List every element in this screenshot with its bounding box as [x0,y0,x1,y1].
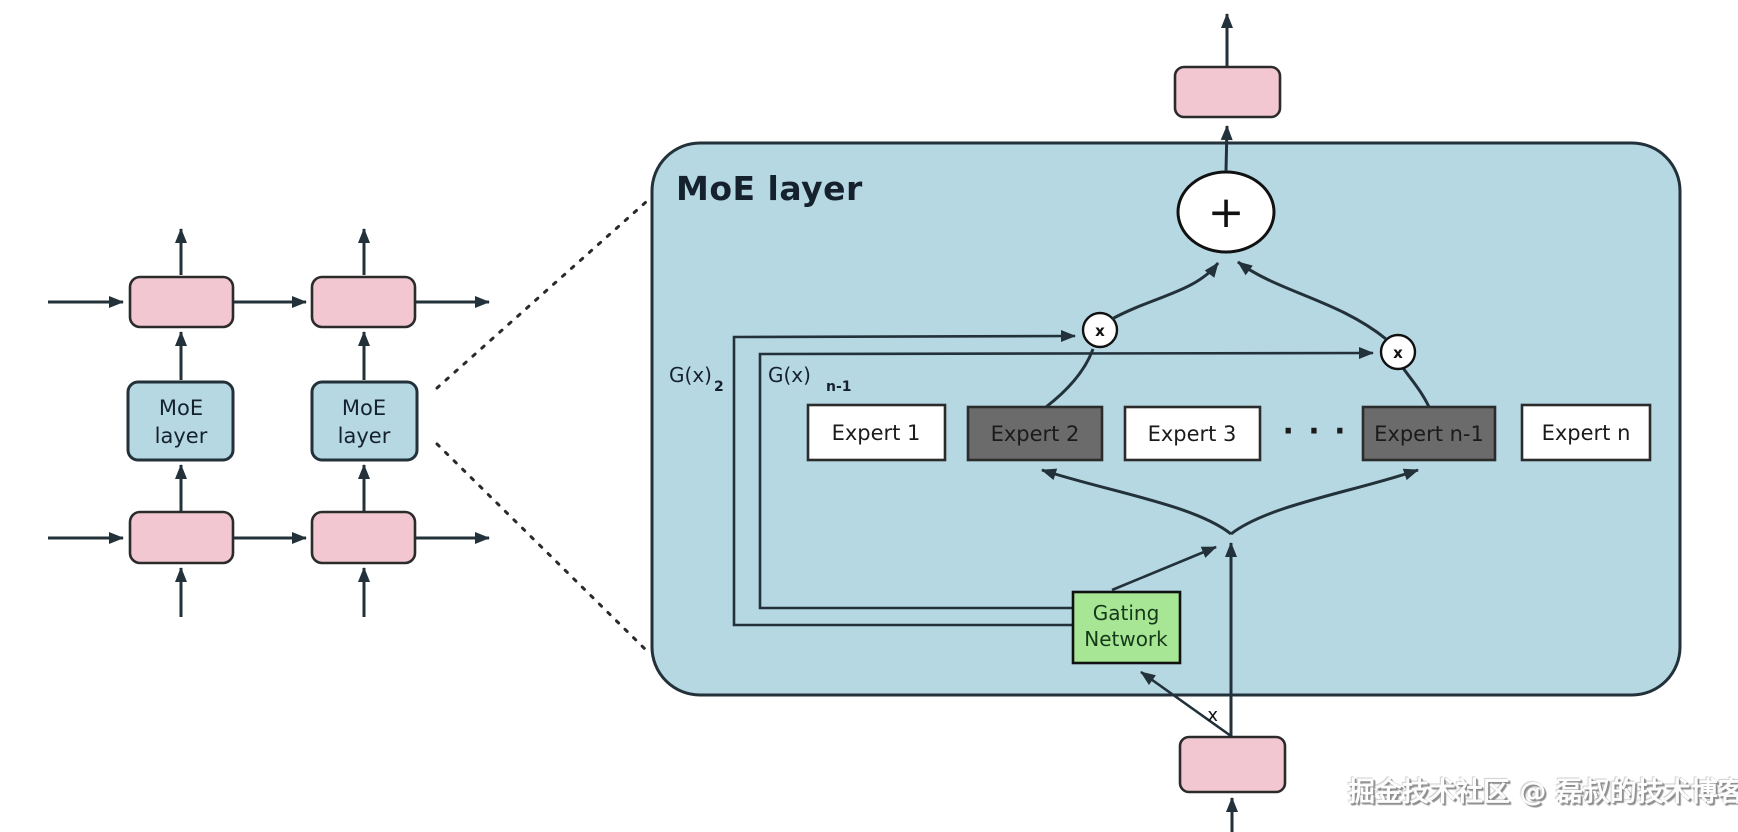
experts-ellipsis: · · · [1282,414,1347,449]
multiply-circle-1-shape [1081,311,1119,349]
sum-circle: + [1176,170,1276,254]
moe-panel-title: MoE layer [676,169,863,208]
expert-2-box: Expert 2 [966,405,1104,462]
expert-1-box: Expert 1 [806,403,947,462]
expert-n-label: Expert n [1542,421,1631,445]
gate-label-g2-sub: 2 [714,379,724,395]
gating-network-line2: Network [1084,627,1168,651]
branch-to-expert-n1 [1230,468,1419,536]
output-block [1173,65,1282,119]
input-section: x [1140,670,1287,832]
multiply-circle-1-glyph: x [1095,322,1105,340]
gating-network-rect [1071,590,1182,665]
expert-n1-box: Expert n-1 [1361,405,1497,462]
pink-block-top-left [128,275,235,329]
gate-label-g2-base: G(x) [669,363,712,387]
expert-3-box: Expert 3 [1123,405,1262,462]
multiply-circle-1: x [1081,311,1119,349]
gating-network-box: Gating Network [1071,590,1182,665]
gate-label-g2: G(x) 2 [669,363,724,395]
moe-layer-detail-panel: MoE layer G(x) 2 G(x) n-1 Expert 1 Exper… [650,141,1682,737]
expert-n1-label: Expert n-1 [1374,422,1484,446]
expert-2-rect [966,405,1104,462]
expert-n1-rect [1361,405,1497,462]
multiply-circle-2-glyph: x [1393,344,1403,362]
multiply2-to-sum [1237,260,1387,341]
gate-rail-expert2 [732,330,1076,627]
watermark-text: 掘金技术社区 @ 磊叔的技术博客 [1348,777,1738,808]
expert2-to-multiply [1045,348,1095,409]
expert-n-box: Expert n [1520,403,1652,462]
sum-circle-shape [1176,170,1276,254]
expert-1-rect [806,403,947,462]
gating-network-line1: Gating [1093,601,1160,625]
expert-1-label: Expert 1 [832,421,921,445]
expert-2-label: Expert 2 [991,422,1080,446]
sum-to-output-arrow [1220,125,1233,172]
moe-mini-box-1-line1: MoE [159,396,203,420]
input-to-gating-arrow [1140,670,1232,738]
moe-layer-mini-box-2: MoE layer [310,380,419,462]
gate-rail-expert-n1 [758,347,1374,610]
moe-mini-box-1-line2: layer [155,424,208,448]
multiply-circle-2: x [1379,333,1417,371]
input-block [1178,735,1287,794]
dotted-connector-lower [435,442,648,652]
expert-n-rect [1520,403,1652,462]
moe-mini-box-2-line1: MoE [342,396,386,420]
input-x-label: x [1207,705,1218,726]
multiply1-to-sum [1111,262,1220,321]
branch-to-expert2 [1041,468,1232,536]
gating-to-junction-arrow [1111,545,1217,592]
expert-n1-to-multiply [1401,367,1431,408]
pink-block-bottom-right [310,510,417,565]
gate-label-gn1: G(x) n-1 [768,363,852,395]
pink-block-top-right [310,275,417,329]
left-network-panel: MoE layer MoE layer [48,200,648,652]
expert-3-label: Expert 3 [1148,422,1237,446]
output-section [1173,13,1282,172]
sum-circle-glyph: + [1208,187,1245,238]
multiply-circle-2-shape [1379,333,1417,371]
expert-3-rect [1123,405,1262,462]
dotted-connector-upper [435,200,648,390]
gate-label-gn1-base: G(x) [768,363,811,387]
moe-mini-box-2-line2: layer [338,424,391,448]
gate-label-gn1-sub: n-1 [826,379,852,395]
moe-mini-box-2-rect [310,380,419,462]
pink-block-bottom-left [128,510,235,565]
moe-layer-mini-box-1: MoE layer [126,380,235,462]
moe-mini-box-1-rect [126,380,235,462]
